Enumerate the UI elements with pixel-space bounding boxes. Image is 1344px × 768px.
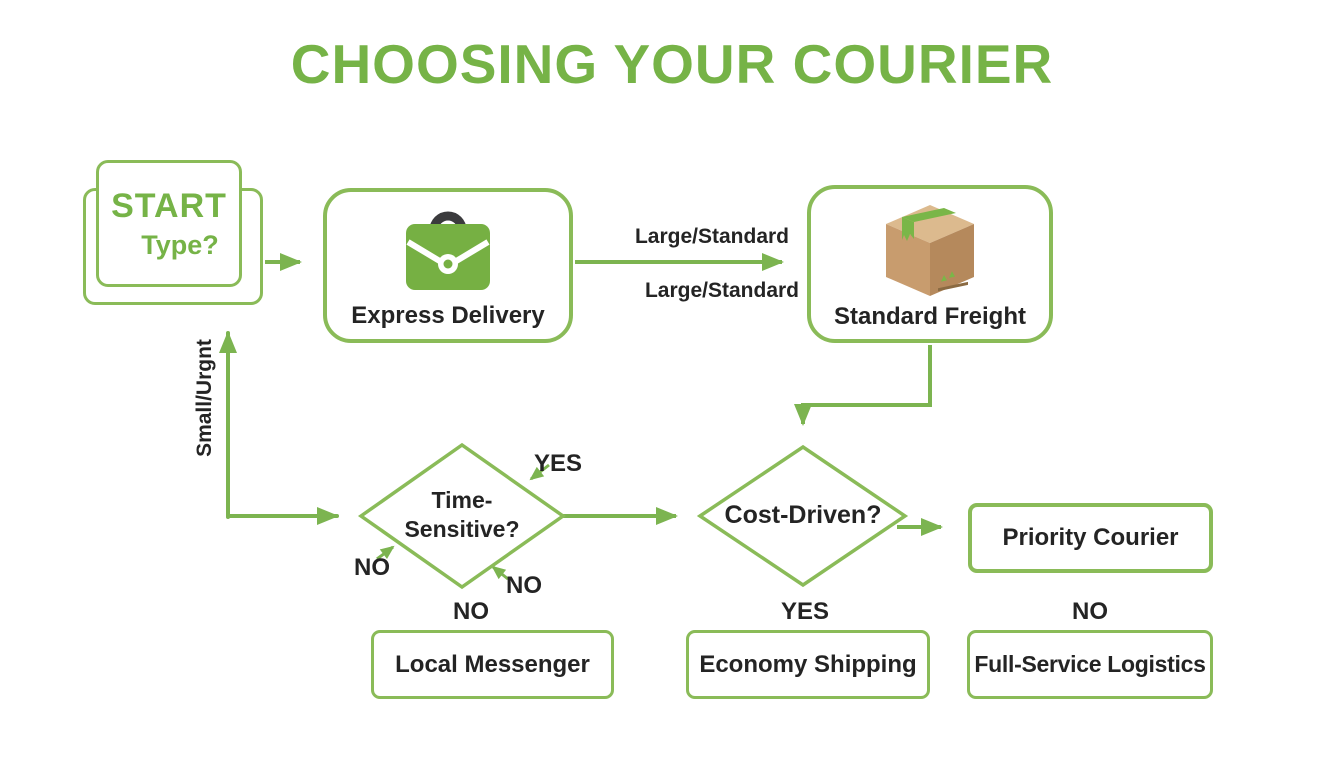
package-icon bbox=[886, 205, 974, 296]
edge-label-large-standard-bottom: Large/Standard bbox=[644, 279, 800, 302]
time-sensitive-diamond bbox=[357, 442, 567, 590]
edge-label-no-bottom-left: NO bbox=[354, 554, 390, 581]
pointer-no-right-icon bbox=[491, 565, 509, 581]
edge-label-yes-top-right: YES bbox=[533, 450, 583, 477]
priority-courier-node: Priority Courier bbox=[968, 503, 1213, 573]
edge-label-large-standard-top: Large/Standard bbox=[634, 225, 790, 248]
express-delivery-label: Express Delivery bbox=[351, 302, 545, 329]
start-type-question: Type? bbox=[141, 229, 219, 260]
full-service-logistics-label: Full-Service Logistics bbox=[974, 651, 1206, 677]
arrow-freight-to-cost bbox=[794, 345, 932, 426]
priority-courier-label: Priority Courier bbox=[1002, 524, 1179, 551]
briefcase-icon bbox=[406, 211, 490, 290]
edge-label-no-below-time: NO bbox=[453, 598, 489, 625]
edge-label-no-bottom-right: NO bbox=[506, 572, 542, 599]
edge-label-small-urgent: Small/Urgnt bbox=[193, 339, 216, 457]
pointer-no-left-icon bbox=[376, 545, 395, 561]
time-sensitive-line1: Time- bbox=[431, 487, 493, 513]
cost-driven-diamond bbox=[696, 444, 909, 588]
cost-driven-label: Cost-Driven? bbox=[724, 501, 882, 529]
time-sensitive-line2: Sensitive? bbox=[404, 516, 520, 542]
standard-freight-node: Standard Freight bbox=[807, 185, 1053, 343]
pointer-yes-icon bbox=[529, 463, 550, 481]
page-title: CHOOSING YOUR COURIER bbox=[290, 33, 1054, 95]
full-service-logistics-node: Full-Service Logistics bbox=[967, 630, 1213, 699]
edge-label-yes-below-cost: YES bbox=[780, 598, 830, 625]
time-sensitive-label: Time- Sensitive? bbox=[362, 486, 562, 544]
economy-shipping-node: Economy Shipping bbox=[686, 630, 930, 699]
economy-shipping-label: Economy Shipping bbox=[699, 650, 917, 678]
edge-label-no-below-priority: NO bbox=[1072, 598, 1108, 625]
local-messenger-label: Local Messenger bbox=[395, 650, 590, 678]
start-label: START bbox=[111, 186, 227, 225]
local-messenger-node: Local Messenger bbox=[371, 630, 614, 699]
express-delivery-node: Express Delivery bbox=[323, 188, 573, 343]
start-node: START Type? bbox=[96, 160, 242, 287]
standard-freight-label: Standard Freight bbox=[833, 303, 1026, 330]
